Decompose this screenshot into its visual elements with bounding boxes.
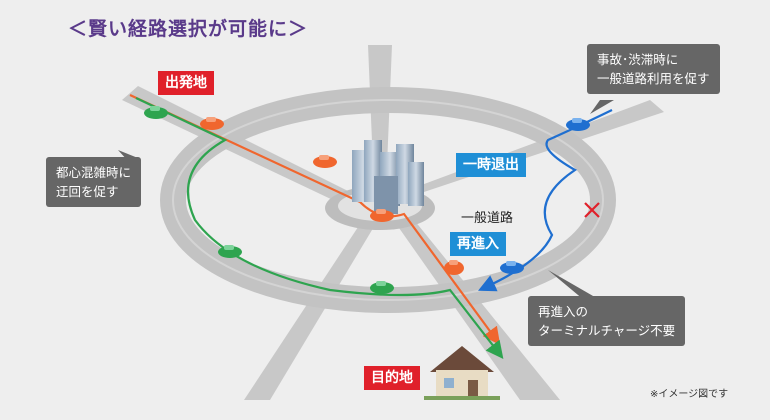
city-buildings-icon [352,140,424,214]
callout-no-charge-line-1: 再進入の [538,304,589,319]
callout-pointer-no-charge [548,270,600,300]
blocked-x-icon [584,202,600,218]
page-title: ＜賢い経路選択が可能に＞ [68,18,309,40]
temporary-exit-label: 一時退出 [456,153,526,177]
destination-label: 目的地 [364,366,420,390]
car-icon-green-2 [218,245,242,258]
house-icon [424,346,500,400]
origin-label: 出発地 [158,71,214,95]
ring-road-edge [172,99,604,301]
car-icon-green-3 [370,281,394,294]
callout-detour-line-2: 迂回を促す [56,184,119,199]
callout-accident-line-1: 事故･渋滞時に [597,52,679,67]
car-icon-blue-1 [566,118,590,131]
callout-no-charge: 再進入の ターミナルチャージ不要 [528,296,686,346]
car-icon-orange-3 [370,209,394,222]
car-icon-orange-1 [200,117,224,130]
car-icon-blue-2 [500,261,524,274]
car-icon-green-1 [144,106,168,119]
reentry-label: 再進入 [450,232,506,256]
callout-accident: 事故･渋滞時に 一般道路利用を促す [587,44,720,94]
car-icon-orange-2 [313,155,337,168]
car-icon-orange-4 [444,260,464,275]
callout-detour-line-1: 都心混雑時に [56,165,132,180]
route-green [135,97,504,359]
route-blue [478,109,613,292]
callout-detour: 都心混雑時に 迂回を促す [46,157,142,207]
general-road-label: 一般道路 [461,211,514,226]
callout-no-charge-line-2: ターミナルチャージ不要 [538,323,676,338]
image-note: ※イメージ図です [650,389,729,400]
callout-accident-line-2: 一般道路利用を促す [597,71,710,86]
callout-pointer-accident [590,100,614,114]
